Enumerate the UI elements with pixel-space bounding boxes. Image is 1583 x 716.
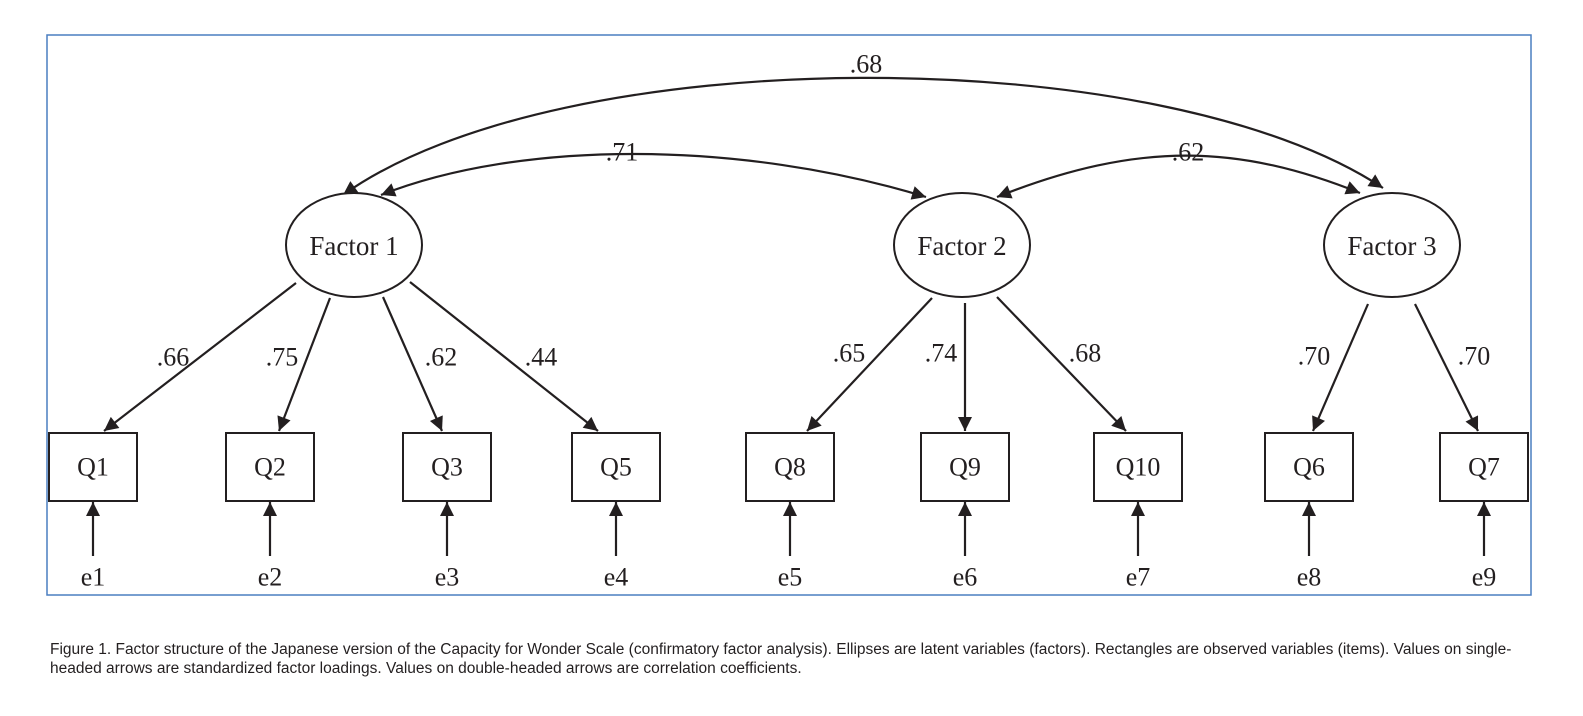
item-label-q7: Q7: [1468, 453, 1500, 482]
error-label-e9: e9: [1472, 563, 1497, 592]
item-box-q9: [920, 432, 1010, 502]
error-label-e4: e4: [604, 563, 629, 592]
error-label-e7: e7: [1126, 563, 1151, 592]
factor-ellipse-f2: [893, 192, 1031, 298]
correlation-label-f1-f3: .68: [850, 50, 883, 79]
diagram-frame: [46, 34, 1532, 596]
error-label-e1: e1: [81, 563, 106, 592]
loading-label-q3: .62: [425, 343, 458, 372]
loading-arrow-q1: [103, 282, 297, 432]
loading-label-q9: .74: [925, 339, 958, 368]
error-arrows: e1 e2 e3 e4 e5 e6 e7 e8 e9: [81, 502, 1497, 592]
correlation-arrow-f2-f3: [996, 154, 1361, 199]
loading-label-q5: .44: [525, 343, 558, 372]
item-label-q3: Q3: [431, 453, 463, 482]
loading-arrow-q6: [1311, 303, 1370, 432]
error-label-e6: e6: [953, 563, 978, 592]
factor-label-f2: Factor 2: [917, 231, 1006, 261]
item-label-q9: Q9: [949, 453, 981, 482]
error-label-e2: e2: [258, 563, 283, 592]
sem-diagram: .68 .71 .62 .66 .75 .62 .44 .65 .74 .68 .70 .70 e1…: [46, 34, 1532, 596]
item-box-q5: [571, 432, 661, 502]
item-box-q8: [745, 432, 835, 502]
error-label-e8: e8: [1297, 563, 1322, 592]
item-box-q10: [1093, 432, 1183, 502]
error-label-e3: e3: [435, 563, 460, 592]
correlation-label-f2-f3: .62: [1172, 138, 1205, 167]
factor-ellipse-f1: [285, 192, 423, 298]
factor-label-f1: Factor 1: [309, 231, 398, 261]
loading-arrow-q10: [996, 296, 1127, 432]
correlation-label-f1-f2: .71: [606, 138, 639, 167]
item-label-q10: Q10: [1116, 453, 1161, 482]
loading-arrow-q7: [1414, 303, 1479, 432]
figure-caption: Figure 1. Factor structure of the Japane…: [50, 641, 1512, 677]
error-label-e5: e5: [778, 563, 803, 592]
item-label-q6: Q6: [1293, 453, 1325, 482]
correlation-arrow-f1-f3: [342, 76, 1384, 196]
correlation-arrow-f1-f2: [380, 152, 927, 200]
loading-label-q8: .65: [833, 339, 866, 368]
correlation-arrows: .68 .71 .62: [342, 50, 1384, 200]
loading-arrow-q3: [381, 296, 444, 432]
diagram-nodes: Factor 1 Factor 2 Factor 3 Q1 Q2 Q3 Q5 Q8 Q9 Q10 Q…: [48, 192, 1529, 502]
item-label-q1: Q1: [77, 453, 109, 482]
loading-arrow-q8: [806, 297, 933, 432]
loading-arrow-q5: [409, 281, 599, 432]
loading-label-q6: .70: [1298, 342, 1331, 371]
loading-label-q2: .75: [266, 343, 299, 372]
item-box-q1: [48, 432, 138, 502]
loading-label-q10: .68: [1069, 339, 1102, 368]
item-box-q6: [1264, 432, 1354, 502]
loading-label-q1: .66: [157, 343, 190, 372]
item-label-q5: Q5: [600, 453, 632, 482]
item-label-q8: Q8: [774, 453, 806, 482]
item-box-q2: [225, 432, 315, 502]
loading-arrows: .66 .75 .62 .44 .65 .74 .68 .70 .70: [103, 281, 1491, 432]
item-label-q2: Q2: [254, 453, 286, 482]
factor-ellipse-f3: [1323, 192, 1461, 298]
item-box-q3: [402, 432, 492, 502]
factor-label-f3: Factor 3: [1347, 231, 1436, 261]
loading-label-q7: .70: [1458, 342, 1491, 371]
item-box-q7: [1439, 432, 1529, 502]
loading-arrow-q2: [277, 297, 332, 432]
